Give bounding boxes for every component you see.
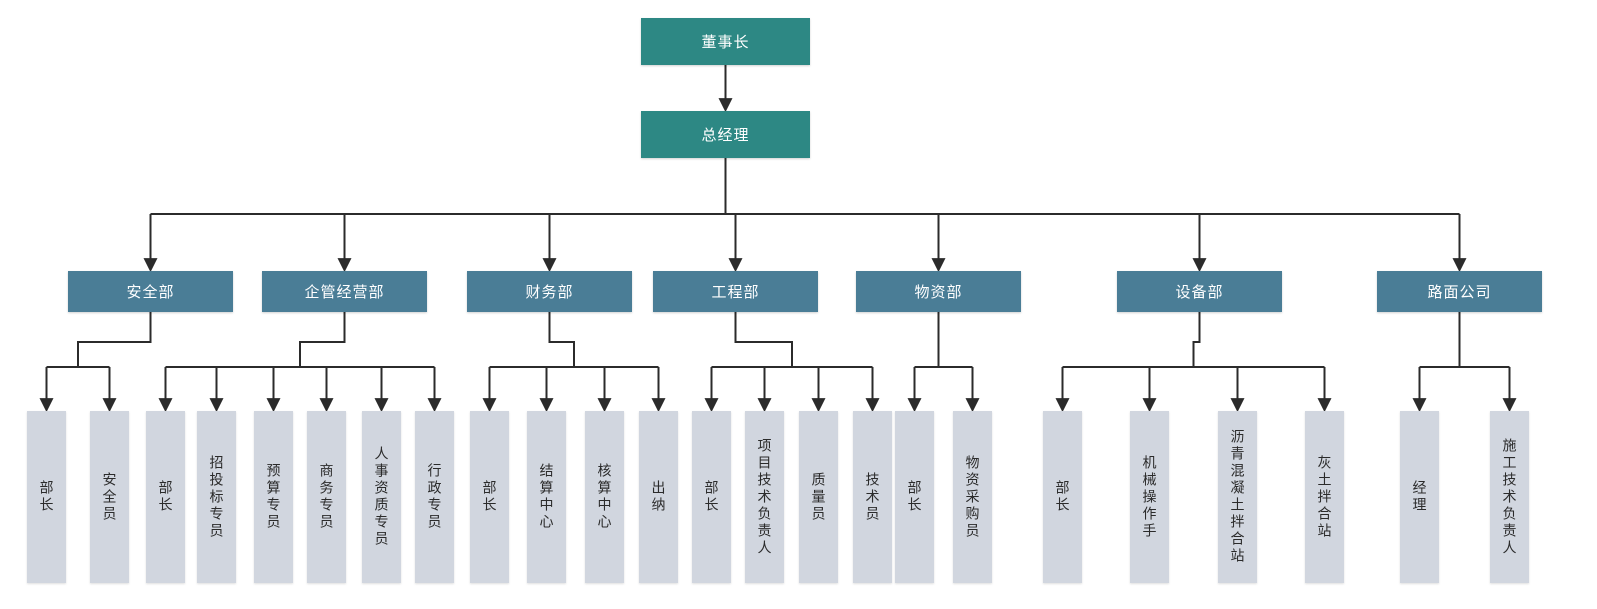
node-label: 项目技术负责人 [756,437,773,557]
node-label: 安全员 [101,471,118,523]
node-label: 技术员 [864,471,881,523]
node-safety-officer[interactable]: 安全员 [90,411,129,583]
node-label: 部长 [906,480,923,514]
node-label: 物资部 [914,284,963,301]
node-label: 部长 [481,480,498,514]
node-label: 招投标专员 [208,454,225,540]
node-label: 施工技术负责人 [1501,437,1518,557]
node-materials[interactable]: 物资部 [856,271,1021,312]
node-chairman[interactable]: 董事长 [641,18,810,65]
node-label: 安全部 [126,284,175,301]
node-fin-cashier[interactable]: 出纳 [639,411,678,583]
node-label: 灰土拌合站 [1316,454,1333,540]
node-label: 总经理 [701,127,750,144]
node-fin-head[interactable]: 部长 [470,411,509,583]
node-fin-settle[interactable]: 结算中心 [527,411,566,583]
node-label: 设备部 [1175,284,1224,301]
node-label: 企管经营部 [304,284,385,301]
node-mat-head[interactable]: 部长 [895,411,934,583]
node-label: 结算中心 [538,463,555,531]
node-eq-head[interactable]: 部长 [1043,411,1082,583]
node-label: 财务部 [525,284,574,301]
node-mgmt-admin[interactable]: 行政专员 [415,411,454,583]
node-label: 人事资质专员 [373,446,390,548]
node-label: 经理 [1411,480,1428,514]
node-label: 行政专员 [426,463,443,531]
node-eng-head[interactable]: 部长 [692,411,731,583]
node-mgmt-hr[interactable]: 人事资质专员 [362,411,401,583]
node-label: 机械操作手 [1141,454,1158,540]
node-eq-operator[interactable]: 机械操作手 [1130,411,1169,583]
node-mgmt-bid[interactable]: 招投标专员 [197,411,236,583]
node-label: 沥青混凝土拌合站 [1229,429,1246,565]
node-eq-asphalt[interactable]: 沥青混凝土拌合站 [1218,411,1257,583]
node-fin-account[interactable]: 核算中心 [585,411,624,583]
node-mgmt-budget[interactable]: 预算专员 [254,411,293,583]
node-safety-head[interactable]: 部长 [27,411,66,583]
node-label: 商务专员 [318,463,335,531]
node-safety[interactable]: 安全部 [68,271,233,312]
node-label: 部长 [1054,480,1071,514]
node-mgmt-business[interactable]: 商务专员 [307,411,346,583]
node-pav-tech-lead[interactable]: 施工技术负责人 [1490,411,1529,583]
node-equipment[interactable]: 设备部 [1117,271,1282,312]
node-label: 质量员 [810,471,827,523]
node-mat-purchase[interactable]: 物资采购员 [953,411,992,583]
node-label: 部长 [157,480,174,514]
node-finance[interactable]: 财务部 [467,271,632,312]
node-eq-limesoil[interactable]: 灰土拌合站 [1305,411,1344,583]
node-label: 部长 [38,480,55,514]
node-eng-tech-lead[interactable]: 项目技术负责人 [745,411,784,583]
node-label: 部长 [703,480,720,514]
node-engineering[interactable]: 工程部 [653,271,818,312]
node-label: 董事长 [701,34,750,51]
node-label: 预算专员 [265,463,282,531]
node-pavement[interactable]: 路面公司 [1377,271,1542,312]
node-gm[interactable]: 总经理 [641,111,810,158]
node-eng-quality[interactable]: 质量员 [799,411,838,583]
node-label: 路面公司 [1427,284,1492,301]
node-pav-manager[interactable]: 经理 [1400,411,1439,583]
node-management[interactable]: 企管经营部 [262,271,427,312]
node-mgmt-head[interactable]: 部长 [146,411,185,583]
node-label: 物资采购员 [964,454,981,540]
node-label: 工程部 [711,284,760,301]
node-eng-tech[interactable]: 技术员 [853,411,892,583]
node-label: 出纳 [650,480,667,514]
node-label: 核算中心 [596,463,613,531]
